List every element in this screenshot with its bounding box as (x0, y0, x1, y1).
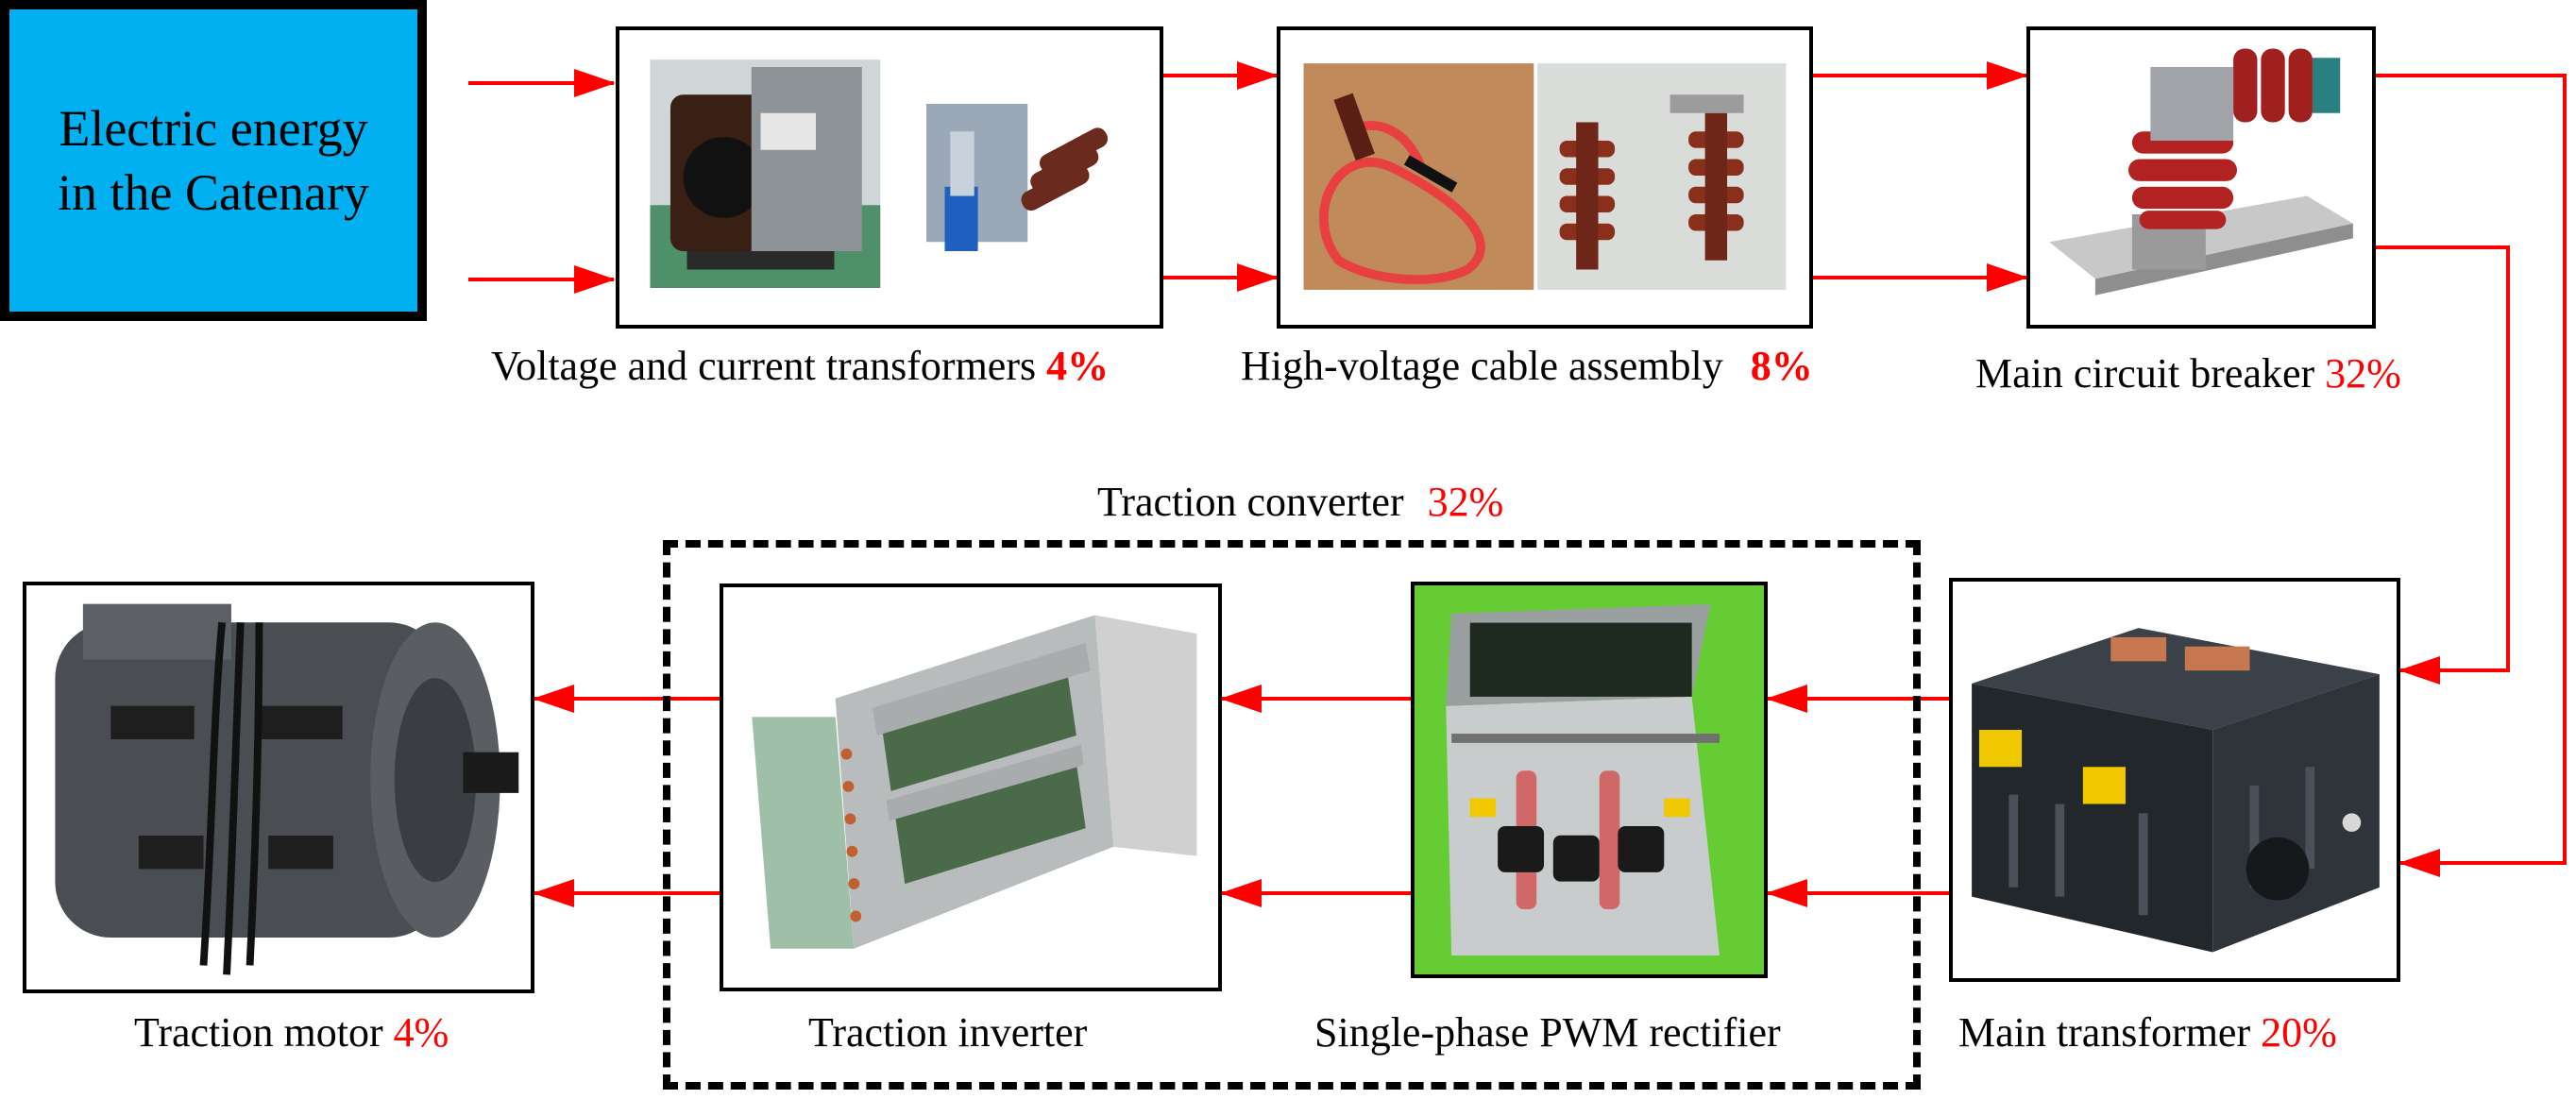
mcb-label: Main circuit breaker 32% (1975, 349, 2401, 398)
mtr-percent: 20% (2261, 1009, 2337, 1056)
mcb-name: Main circuit breaker (1975, 350, 2315, 397)
vct-label: Voltage and current transformers 4% (491, 342, 1109, 391)
source-line-1: Electric energy (59, 100, 368, 157)
mtr-component-box (1949, 578, 2400, 982)
hvc-percent: 8% (1750, 343, 1813, 389)
source-text: Electric energy in the Catenary (58, 96, 369, 225)
circuit-breaker-photo-icon (2049, 48, 2353, 296)
motor-label: Traction motor 4% (134, 1008, 449, 1057)
hvc-name: High-voltage cable assembly (1241, 343, 1723, 389)
mtr-label: Main transformer 20% (1958, 1008, 2337, 1057)
main-transformer-photo-icon (1972, 628, 2380, 953)
inv-component-box (720, 583, 1222, 991)
rect-label: Single-phase PWM rectifier (1314, 1008, 1781, 1057)
source-line-2: in the Catenary (58, 164, 369, 221)
mcb-component-box (2026, 26, 2376, 329)
hv-cable-insulator-photo-icon (1303, 63, 1787, 290)
group-name: Traction converter (1097, 479, 1404, 525)
motor-name: Traction motor (134, 1009, 383, 1056)
wire-mcb-to-mtr-top (2376, 74, 2567, 877)
hvc-label: High-voltage cable assembly 8% (1241, 342, 1813, 391)
mcb-percent: 32% (2325, 350, 2401, 397)
vct-name: Voltage and current transformers (491, 343, 1037, 389)
vct-component-box (616, 26, 1163, 329)
motor-component-box (23, 582, 534, 993)
motor-percent: 4% (393, 1009, 449, 1056)
group-percent: 32% (1427, 479, 1504, 525)
rect-component-box (1411, 582, 1768, 978)
hvc-component-box (1277, 26, 1813, 329)
inv-name: Traction inverter (808, 1009, 1088, 1056)
pwm-rectifier-photo-icon (1446, 604, 1720, 955)
wire-mcb-to-mtr-bottom (2376, 245, 2510, 685)
current-transformer-photo-icon (650, 59, 1112, 309)
mtr-name: Main transformer (1958, 1009, 2251, 1056)
vct-percent: 4% (1046, 343, 1110, 389)
traction-motor-photo-icon (55, 603, 519, 975)
traction-inverter-photo-icon (752, 615, 1197, 949)
inv-label: Traction inverter (808, 1008, 1087, 1057)
catenary-source-box: Electric energy in the Catenary (0, 0, 427, 321)
rect-name: Single-phase PWM rectifier (1314, 1009, 1781, 1056)
group-label: Traction converter 32% (1097, 478, 1503, 527)
traction-converter-group (663, 540, 1921, 1090)
